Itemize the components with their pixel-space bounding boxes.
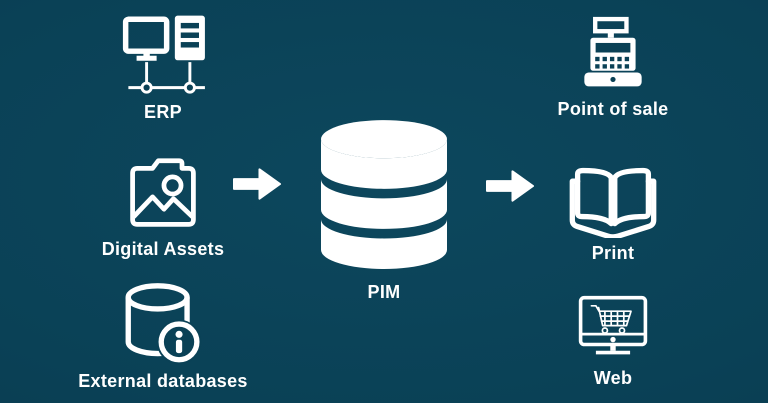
arrow-right-icon [233, 168, 282, 200]
open-book-icon [569, 167, 657, 238]
node-label-digital-assets: Digital Assets [101, 239, 225, 259]
node-digital-assets: Digital Assets [53, 156, 273, 260]
node-label-print: Print [591, 243, 635, 263]
erp-network-icon [122, 15, 205, 94]
node-label-external-databases: External databases [78, 371, 248, 391]
node-label-web: Web [593, 368, 633, 388]
node-label-point-of-sale: Point of sale [557, 99, 669, 119]
cash-register-icon [584, 16, 642, 87]
database-icon [321, 120, 447, 269]
node-label-erp: ERP [144, 102, 182, 122]
image-folder-icon [130, 158, 196, 227]
node-label-pim: PIM [367, 282, 401, 302]
node-pim: PIM [274, 120, 494, 303]
database-info-icon [125, 283, 202, 365]
node-external-databases: External databases [53, 283, 273, 392]
node-point-of-sale: Point of sale [503, 16, 723, 120]
ecommerce-monitor-icon [578, 295, 648, 355]
node-print: Print [503, 158, 723, 264]
node-erp: ERP [53, 12, 273, 123]
arrow-right-icon [486, 170, 535, 202]
node-web: Web [503, 294, 723, 389]
